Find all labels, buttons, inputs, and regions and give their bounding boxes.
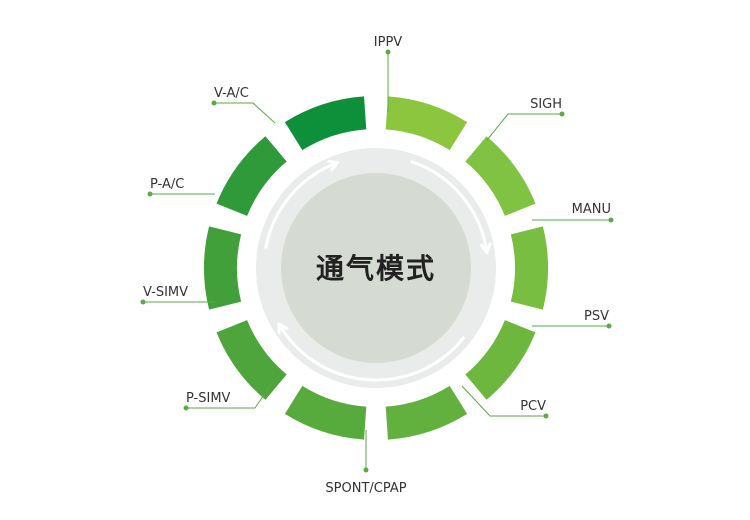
leader-dot [147,191,153,197]
cycle-arrow-head-1 [479,242,493,254]
mode-segment-5 [385,385,468,440]
mode-leaders: IPPV SIGH MANU PSV PCV SPONT/CPAP P-SIMV V-SIMV… [140,35,614,496]
mode-segment-2 [465,136,536,216]
mode-label-p-a-c: P-A/C [150,177,184,192]
leader-dot [385,49,391,55]
cycle-arrows [264,159,493,382]
mode-label-v-simv: V-SIMV [143,285,188,300]
cycle-arrow-arc-2 [277,323,466,382]
mode-label-manu: MANU [572,202,611,217]
leader-dot [211,100,217,106]
mode-segment-7 [216,320,287,400]
mode-segment-3 [510,226,549,310]
mode-segment-1 [385,96,468,151]
mode-label-spont-cpap: SPONT/CPAP [325,481,406,496]
mode-label-sigh: SIGH [530,97,562,112]
mode-ring [204,96,549,440]
mode-segment-10 [284,96,367,151]
mode-segment-4 [465,320,536,400]
leader-dot [606,323,612,329]
cycle-arrow-arc-1 [410,160,489,253]
mode-label-psv: PSV [584,309,609,324]
leader-dot [183,405,189,411]
leader-line [214,102,276,124]
leader-dot [559,111,565,117]
leader-dot [363,467,369,473]
leader-dot [140,299,146,305]
cycle-arrow-head-3 [327,159,340,172]
leader-line [461,385,546,417]
mode-segment-6 [284,385,367,440]
cycle-arrow-head-2 [277,322,289,335]
mode-label-pcv: PCV [520,399,546,414]
mode-label-ippv: IPPV [374,35,403,50]
center-title: 通气模式 [316,252,436,285]
mode-segment-8 [204,226,242,310]
center-disc [281,173,471,363]
mode-segment-9 [216,136,287,216]
leader-dot [543,413,549,419]
mode-label-v-a-c: V-A/C [214,86,249,101]
leader-line [486,113,562,141]
cycle-arrow-arc-3 [264,161,339,249]
mode-label-p-simv: P-SIMV [186,391,231,406]
leader-dot [608,217,614,223]
leader-line [186,382,273,409]
